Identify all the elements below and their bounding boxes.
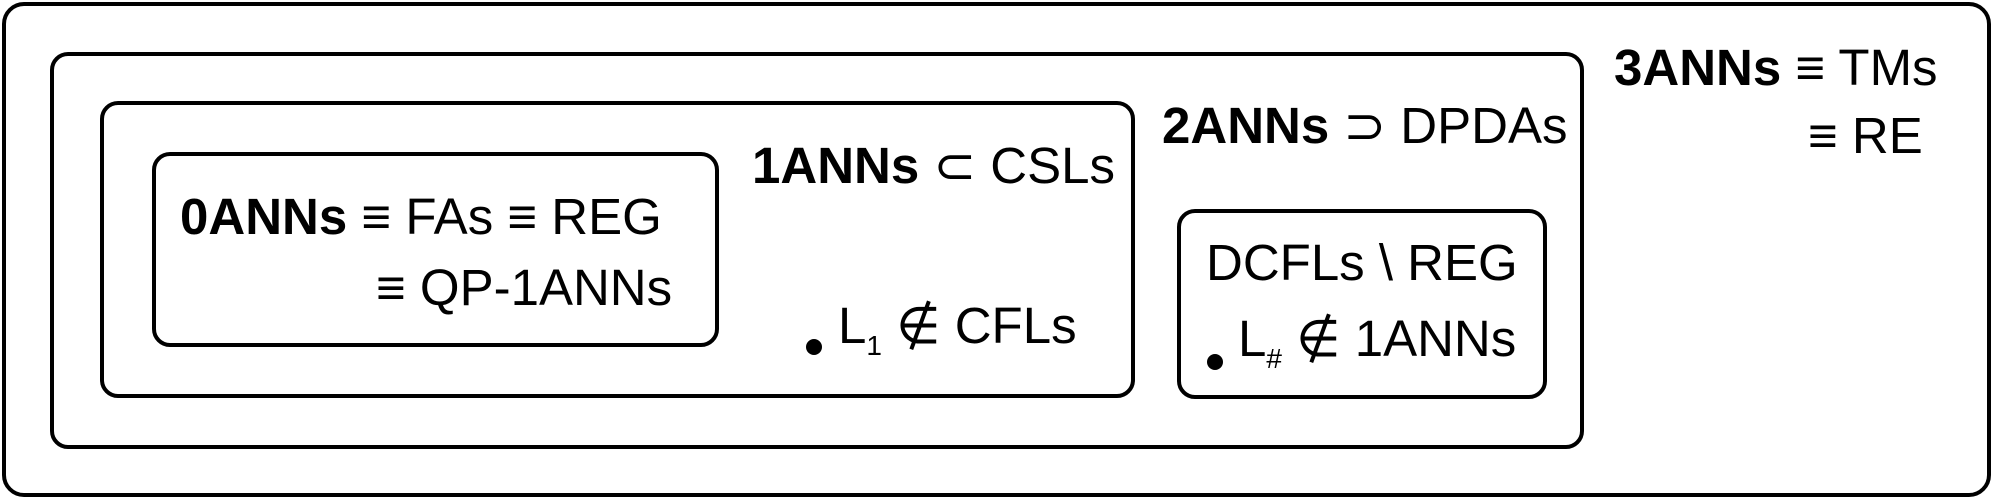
2anns-label: 2ANNs ⊃ DPDAs <box>1162 100 1568 151</box>
3anns-rel-re: ≡ RE <box>1808 107 1923 164</box>
3anns-label: 3ANNs ≡ TMs <box>1614 42 1938 93</box>
1anns-name: 1ANNs <box>752 137 920 194</box>
l1-subscript: 1 <box>866 330 882 361</box>
0anns-rel-qp1anns: ≡ QP-1ANNs <box>376 259 673 316</box>
l1-label: L1 ∉ CFLs <box>838 300 1077 360</box>
3anns-name: 3ANNs <box>1614 39 1782 96</box>
lhash-point <box>1207 354 1223 370</box>
2anns-name: 2ANNs <box>1162 97 1330 154</box>
l1-point <box>806 339 822 355</box>
l1-letter: L <box>838 297 867 354</box>
0anns-region <box>152 152 719 347</box>
lhash-label: L# ∉ 1ANNs <box>1238 313 1516 373</box>
dcfl-region <box>1177 209 1547 399</box>
0anns-label: 0ANNs ≡ FAs ≡ REG <box>180 191 662 242</box>
lhash-relation: ∉ 1ANNs <box>1296 310 1517 367</box>
0anns-name: 0ANNs <box>180 188 348 245</box>
l1-relation: ∉ CFLs <box>896 297 1077 354</box>
2anns-rel-dpdas: ⊃ DPDAs <box>1343 97 1568 154</box>
lhash-subscript: # <box>1266 343 1282 374</box>
3anns-rel-tms: ≡ TMs <box>1795 39 1938 96</box>
0anns-rel-fas-reg: ≡ FAs ≡ REG <box>361 188 662 245</box>
1anns-label: 1ANNs ⊂ CSLs <box>752 140 1115 191</box>
dcfl-title: DCFLs \ REG <box>1206 234 1518 291</box>
lhash-letter: L <box>1238 310 1267 367</box>
1anns-rel-csls: ⊂ CSLs <box>933 137 1116 194</box>
